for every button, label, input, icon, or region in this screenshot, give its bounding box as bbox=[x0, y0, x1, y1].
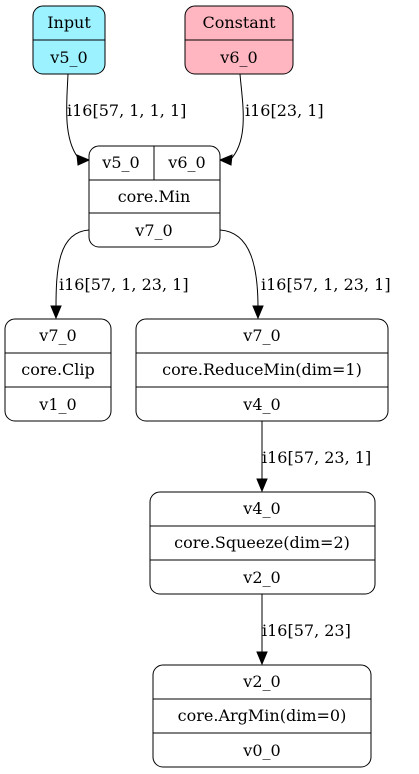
node-output: v4_0 bbox=[242, 395, 280, 414]
node-title: Input bbox=[47, 13, 91, 32]
edge-label: i16[57, 1, 1, 1] bbox=[67, 101, 186, 120]
clip-node[interactable]: v7_0 core.Clip v1_0 bbox=[4, 318, 112, 422]
edge-label: i16[57, 1, 23, 1] bbox=[261, 275, 391, 294]
edge-label: i16[57, 1, 23, 1] bbox=[59, 275, 189, 294]
edge-label: i16[57, 23, 1] bbox=[262, 448, 371, 467]
node-output: v0_0 bbox=[242, 741, 280, 760]
node-op: core.ArgMin(dim=0) bbox=[178, 706, 347, 725]
arrowhead bbox=[76, 154, 91, 166]
min-node[interactable]: v5_0 v6_0 core.Min v7_0 bbox=[88, 145, 221, 248]
node-input: v2_0 bbox=[242, 672, 280, 691]
node-op: core.ReduceMin(dim=1) bbox=[162, 360, 362, 379]
input-node[interactable]: Input v5_0 bbox=[32, 5, 106, 75]
edge-label: i16[57, 23] bbox=[262, 621, 351, 640]
node-output: v7_0 bbox=[134, 221, 172, 240]
reducemin-node[interactable]: v7_0 core.ReduceMin(dim=1) v4_0 bbox=[135, 318, 389, 422]
arrowhead bbox=[218, 154, 233, 166]
node-output: v2_0 bbox=[242, 568, 280, 587]
arrowhead bbox=[256, 478, 268, 493]
edge-constant-to-min: i16[23, 1] bbox=[218, 73, 324, 166]
node-op: core.Min bbox=[118, 187, 191, 206]
node-input-a: v5_0 bbox=[101, 153, 139, 172]
node-output: v5_0 bbox=[49, 48, 87, 67]
edge-squeeze-to-argmin: i16[57, 23] bbox=[256, 594, 351, 666]
edge-label: i16[23, 1] bbox=[245, 101, 324, 120]
edge-min-to-reducemin: i16[57, 1, 23, 1] bbox=[219, 229, 391, 320]
argmin-node[interactable]: v2_0 core.ArgMin(dim=0) v0_0 bbox=[152, 664, 372, 768]
node-input-b: v6_0 bbox=[167, 153, 205, 172]
node-output: v6_0 bbox=[219, 48, 257, 67]
node-output: v1_0 bbox=[38, 395, 76, 414]
node-input: v4_0 bbox=[242, 499, 280, 518]
node-op: core.Squeeze(dim=2) bbox=[174, 533, 350, 552]
edge-input-to-min: i16[57, 1, 1, 1] bbox=[66, 73, 186, 166]
node-title: Constant bbox=[202, 13, 276, 32]
constant-node[interactable]: Constant v6_0 bbox=[184, 5, 294, 75]
edge-min-to-clip: i16[57, 1, 23, 1] bbox=[50, 229, 189, 320]
node-op: core.Clip bbox=[21, 360, 95, 379]
squeeze-node[interactable]: v4_0 core.Squeeze(dim=2) v2_0 bbox=[149, 491, 376, 595]
node-input: v7_0 bbox=[242, 326, 280, 345]
arrowhead bbox=[256, 651, 268, 666]
arrowhead bbox=[50, 305, 62, 320]
edge-reducemin-to-squeeze: i16[57, 23, 1] bbox=[256, 421, 371, 493]
arrowhead bbox=[252, 305, 264, 320]
node-input: v7_0 bbox=[38, 326, 76, 345]
